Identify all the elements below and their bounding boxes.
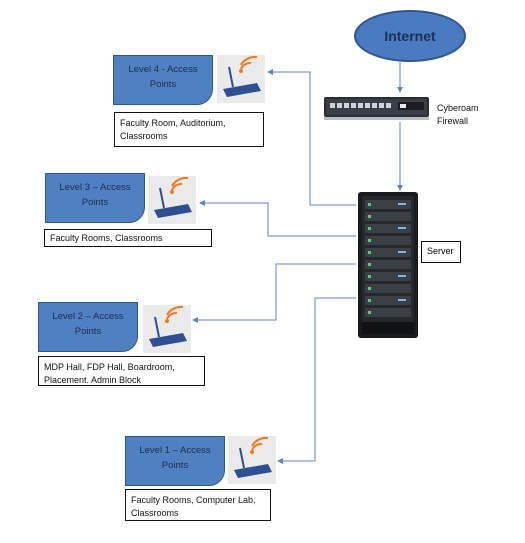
level-4-areas-line2: Classrooms: [120, 131, 168, 141]
level-1-box: Level 1 – Access Points: [125, 436, 225, 486]
level-1-router-icon: [228, 436, 276, 484]
level-3-areas-line1: Faculty Rooms, Classrooms: [50, 233, 163, 243]
level-2-areas: MDP Hall, FDP Hall, Boardroom, Placement…: [38, 356, 205, 386]
firewall-label: Cyberoam Firewall: [437, 102, 507, 128]
link-server-level1: [277, 297, 356, 464]
level-4-areas-line1: Faculty Room, Auditorium,: [120, 118, 226, 128]
level-4-title-line2: Points: [149, 79, 177, 90]
level-4-router-icon: [217, 55, 265, 103]
level-2-areas-line2: Placement. Admin Block: [44, 375, 142, 385]
level-3-areas: Faculty Rooms, Classrooms: [44, 229, 212, 247]
level-2-areas-line1: MDP Hall, FDP Hall, Boardroom,: [44, 362, 175, 372]
level-1-title-line2: Points: [161, 460, 189, 471]
level-3-router-icon: [148, 176, 196, 224]
level-2-box: Level 2 – Access Points: [38, 302, 138, 352]
link-server-level3: [199, 200, 356, 237]
level-3-title-line1: Level 3 – Access: [59, 182, 131, 193]
server-label: Server: [421, 241, 461, 263]
level-3-title-line2: Points: [81, 197, 109, 208]
level-2-title-line1: Level 2 – Access: [52, 311, 124, 322]
level-4-areas: Faculty Room, Auditorium, Classrooms: [114, 112, 264, 147]
link-server-level2: [192, 263, 356, 323]
level-1-title-line1: Level 1 – Access: [139, 445, 211, 456]
internet-label: Internet: [384, 28, 436, 44]
level-1-areas-line1: Faculty Rooms, Computer Lab,: [131, 495, 256, 505]
server-rack-icon: [358, 192, 418, 338]
level-3-box: Level 3 – Access Points: [45, 173, 145, 223]
level-4-title-line1: Level 4 - Access: [128, 64, 198, 75]
level-1-areas-line2: Classrooms: [131, 508, 179, 518]
level-2-router-icon: [143, 305, 191, 353]
link-server-level4: [267, 69, 356, 206]
level-2-title-line2: Points: [74, 326, 102, 337]
firewall-label-line2: Firewall: [437, 116, 469, 126]
level-4-box: Level 4 - Access Points: [113, 55, 213, 105]
firewall-appliance-icon: [324, 94, 429, 122]
internet-node: Internet: [354, 10, 466, 62]
firewall-label-line1: Cyberoam: [437, 103, 479, 113]
level-1-areas: Faculty Rooms, Computer Lab, Classrooms: [125, 489, 271, 521]
server-label-text: Server: [427, 246, 454, 256]
